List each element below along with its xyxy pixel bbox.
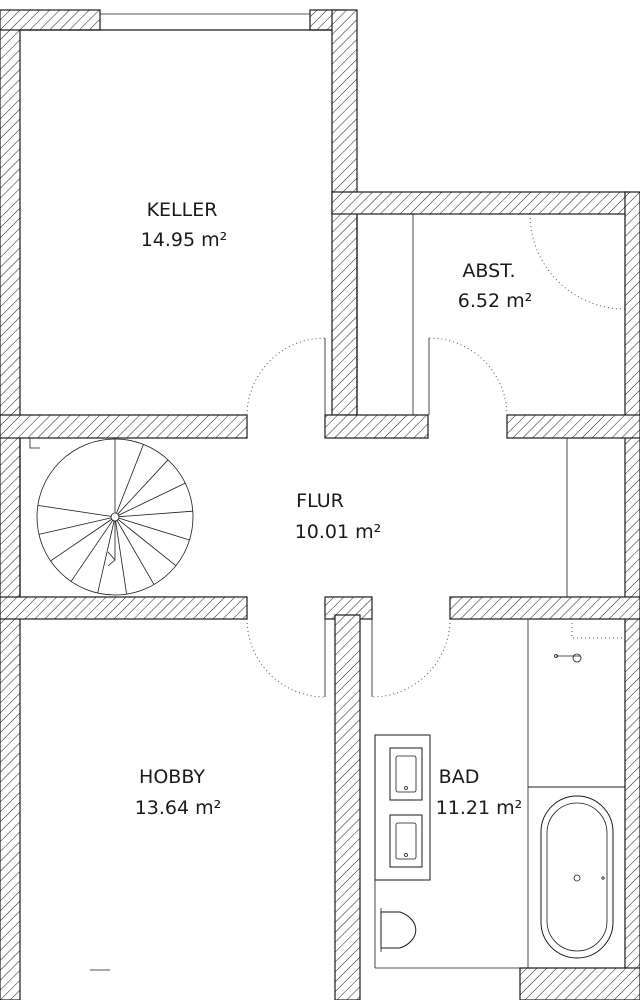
sink-lower bbox=[389, 814, 423, 868]
shower-head-icon bbox=[572, 653, 582, 663]
room-name-bad: BAD bbox=[439, 766, 480, 788]
room-labels: KELLER 14.95 m² ABST. 6.52 m² FLUR 10.01… bbox=[135, 199, 533, 819]
room-name-hobby: HOBBY bbox=[139, 766, 205, 788]
door-swing-bad bbox=[371, 618, 451, 698]
stair-tread bbox=[118, 510, 193, 518]
door-swing-hobby bbox=[246, 618, 326, 698]
door-swing-keller bbox=[246, 337, 326, 416]
room-area-hobby: 13.64 m² bbox=[135, 797, 222, 819]
stair-tread bbox=[117, 519, 177, 566]
sink-upper bbox=[389, 747, 423, 801]
wall-hobby-bad bbox=[334, 614, 361, 1000]
stair-direction-arrow-icon bbox=[107, 521, 116, 567]
stair-tread bbox=[116, 520, 155, 585]
stair-tread bbox=[116, 444, 144, 514]
stair-tread bbox=[118, 517, 190, 541]
wall-outer-left bbox=[0, 27, 21, 1000]
wall-flur-bad bbox=[449, 596, 640, 620]
bathtub-area bbox=[527, 786, 626, 969]
wall-mid-upper bbox=[324, 414, 429, 439]
stair-tread bbox=[118, 482, 186, 516]
stair-tread bbox=[70, 520, 114, 582]
wall-top-keller bbox=[0, 9, 101, 31]
door-swing-abst bbox=[428, 337, 508, 416]
wall-abst-flur bbox=[506, 414, 640, 439]
stair-tread bbox=[38, 517, 112, 535]
stair-tread bbox=[117, 459, 169, 515]
wall-abst-top bbox=[331, 191, 628, 215]
room-area-keller: 14.95 m² bbox=[141, 229, 228, 251]
bath-fixtures bbox=[374, 618, 626, 969]
shower-area bbox=[527, 618, 626, 788]
stair-tread bbox=[97, 520, 115, 594]
bathtub bbox=[540, 795, 614, 959]
room-name-flur: FLUR bbox=[296, 490, 344, 512]
door-swing-abst-inner bbox=[529, 213, 626, 310]
stair-tread bbox=[50, 518, 112, 562]
room-area-bad: 11.21 m² bbox=[436, 797, 523, 819]
door-swings bbox=[246, 213, 626, 698]
walls bbox=[0, 9, 640, 1000]
wall-outer-right bbox=[624, 191, 640, 1000]
wall-keller-flur bbox=[0, 414, 248, 439]
room-area-abst: 6.52 m² bbox=[458, 290, 532, 312]
room-name-abst: ABST. bbox=[462, 260, 515, 282]
room-outlines bbox=[19, 10, 568, 971]
stair-tread bbox=[115, 520, 128, 595]
spiral-staircase bbox=[29, 438, 194, 596]
room-name-keller: KELLER bbox=[147, 199, 218, 221]
wall-flur-hobby bbox=[0, 596, 248, 620]
toilet bbox=[380, 911, 417, 949]
bathtub-drain-icon bbox=[573, 874, 581, 882]
room-area-flur: 10.01 m² bbox=[295, 521, 382, 543]
wall-bottom-bath bbox=[519, 967, 640, 1000]
stair-tread bbox=[37, 504, 112, 517]
